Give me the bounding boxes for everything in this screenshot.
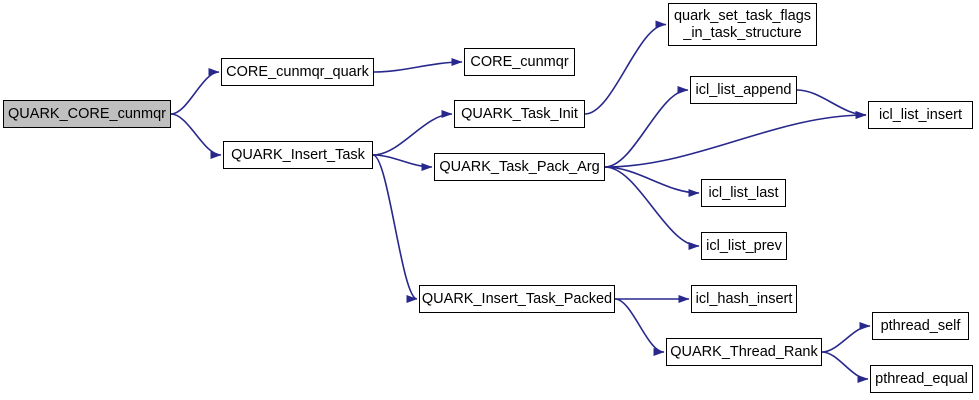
- edge-paths: [170, 20, 871, 383]
- graph-node-quark_task_pack_arg[interactable]: QUARK_Task_Pack_Arg: [434, 153, 605, 181]
- graph-node-label: icl_list_last: [708, 184, 779, 201]
- graph-node-quark_task_init[interactable]: QUARK_Task_Init: [454, 100, 585, 128]
- graph-node-label: pthread_self: [880, 317, 961, 334]
- graph-node-label: icl_hash_insert: [695, 290, 793, 307]
- graph-edge-quark_task_init-to-quark_set_task_flags_in_task_structure: [584, 20, 667, 115]
- graph-edge-quark_insert_task_packed-to-quark_thread_rank: [614, 298, 665, 356]
- graph-edge-quark_task_pack_arg-to-icl_list_insert: [604, 111, 867, 168]
- graph-node-label: QUARK_Thread_Rank: [670, 343, 818, 360]
- graph-node-label: CORE_cunmqr: [470, 53, 569, 70]
- graph-node-quark_insert_task_packed[interactable]: QUARK_Insert_Task_Packed: [419, 285, 615, 313]
- graph-node-icl_list_prev[interactable]: icl_list_prev: [701, 232, 787, 260]
- graph-edge-quark_task_pack_arg-to-icl_list_prev: [604, 166, 700, 250]
- graph-edge-quark_insert_task-to-quark_task_init: [372, 110, 453, 156]
- graph-edge-quark_thread_rank-to-pthread_equal: [821, 351, 869, 383]
- graph-edge-icl_list_append-to-icl_list_insert: [796, 89, 867, 119]
- graph-edge-quark_insert_task-to-quark_task_pack_arg: [372, 154, 433, 171]
- graph-node-core_cunmqr[interactable]: CORE_cunmqr: [464, 48, 575, 76]
- graph-node-icl_list_append[interactable]: icl_list_append: [690, 76, 797, 104]
- graph-node-quark_set_task_flags_in_task_structure[interactable]: quark_set_task_flags _in_task_structure: [668, 3, 817, 46]
- graph-node-label: pthread_equal: [875, 370, 968, 387]
- graph-edge-quark_core_cunmqr-to-quark_insert_task: [170, 113, 222, 159]
- graph-node-icl_list_insert[interactable]: icl_list_insert: [868, 101, 973, 129]
- graph-node-label: QUARK_CORE_cunmqr: [8, 105, 166, 122]
- graph-node-icl_hash_insert[interactable]: icl_hash_insert: [691, 285, 797, 313]
- graph-node-label: icl_list_insert: [879, 106, 962, 123]
- graph-edge-quark_thread_rank-to-pthread_self: [821, 322, 871, 353]
- graph-node-label: icl_list_prev: [706, 237, 782, 254]
- graph-node-label: CORE_cunmqr_quark: [226, 63, 369, 80]
- graph-node-label: QUARK_Task_Pack_Arg: [439, 158, 600, 175]
- graph-node-label: QUARK_Insert_Task_Packed: [421, 290, 613, 307]
- graph-node-quark_core_cunmqr: QUARK_CORE_cunmqr: [3, 100, 171, 128]
- graph-node-pthread_self[interactable]: pthread_self: [872, 312, 969, 340]
- graph-edge-quark_task_pack_arg-to-icl_list_last: [604, 166, 700, 197]
- graph-node-core_cunmqr_quark[interactable]: CORE_cunmqr_quark: [221, 58, 374, 86]
- graph-node-quark_thread_rank[interactable]: QUARK_Thread_Rank: [666, 338, 822, 366]
- graph-node-quark_insert_task[interactable]: QUARK_Insert_Task: [223, 141, 373, 169]
- graph-node-label: QUARK_Insert_Task: [231, 146, 365, 163]
- graph-edge-quark_task_pack_arg-to-icl_list_append: [604, 86, 689, 168]
- graph-edge-quark_core_cunmqr-to-core_cunmqr_quark: [170, 68, 220, 115]
- graph-edge-quark_insert_task-to-quark_insert_task_packed: [372, 154, 418, 303]
- graph-node-icl_list_last[interactable]: icl_list_last: [701, 179, 786, 207]
- graph-node-label: icl_list_append: [695, 81, 792, 98]
- graph-node-pthread_equal[interactable]: pthread_equal: [870, 365, 973, 393]
- graph-node-label: QUARK_Task_Init: [461, 105, 578, 122]
- graph-edge-core_cunmqr_quark-to-core_cunmqr: [373, 58, 463, 73]
- graph-node-label: quark_set_task_flags _in_task_structure: [673, 7, 812, 41]
